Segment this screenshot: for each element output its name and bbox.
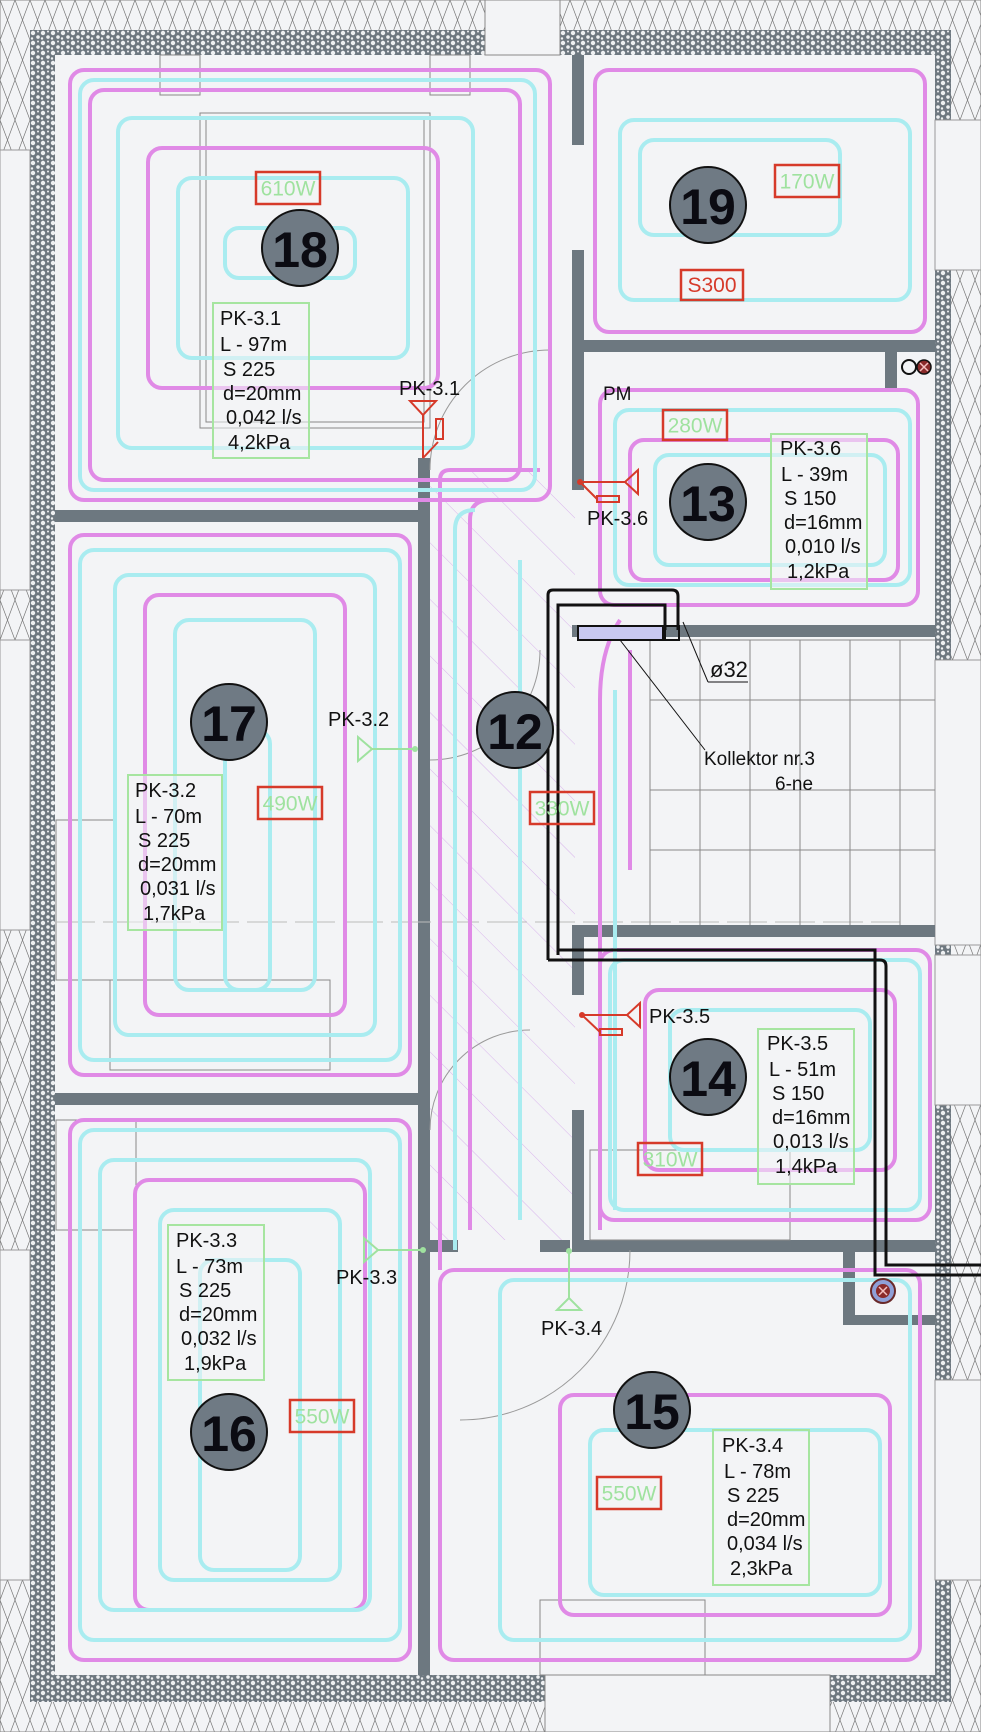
svg-text:0,042 l/s: 0,042 l/s [226,407,302,429]
power-label-18: 610W [261,178,316,201]
svg-text:PK-3.2: PK-3.2 [135,780,196,802]
power-label-16: 550W [295,1406,350,1429]
room-number-14: 14 [680,1051,736,1107]
svg-text:d=16mm: d=16mm [784,512,862,534]
power-label-19: 170W [780,171,835,194]
marker-pk-3-4: PK-3.4 [541,1248,602,1340]
marker-pk-3-3: PK-3.3 [336,1235,426,1289]
pipe-diameter-label: ø32 [710,657,748,682]
info-pk-3-3: PK-3.3 L - 73m S 225 d=20mm 0,032 l/s 1,… [176,1230,257,1375]
main-supply-line [546,588,981,1277]
info-pk-3-5: PK-3.5 L - 51m S 150 d=16mm 0,013 l/s 1,… [767,1033,850,1178]
room-badge-13 [669,463,747,541]
svg-text:S 225: S 225 [179,1280,231,1302]
svg-text:S 225: S 225 [727,1485,779,1507]
info-pk-3-4: PK-3.4 L - 78m S 225 d=20mm 0,034 l/s 2,… [722,1435,805,1580]
marker-pk-3-6: PK-3.6 [577,467,648,530]
riser-symbol-bottom [870,1278,896,1304]
collector-annotation: ø32 Kollektor nr.3 6-ne [619,621,815,795]
marker-pk-3-1: PK-3.1 [399,378,460,459]
room-number-19: 19 [680,179,736,235]
room-number-13: 13 [680,476,736,532]
marker-pk-3-2: PK-3.2 [328,709,418,764]
svg-text:1,4kPa: 1,4kPa [775,1156,838,1178]
info-pk-3-6: PK-3.6 L - 39m S 150 d=16mm 0,010 l/s 1,… [780,438,862,583]
svg-text:S 150: S 150 [772,1083,824,1105]
svg-text:S 225: S 225 [223,359,275,381]
room-number-15: 15 [624,1384,680,1440]
room-badge-19 [669,166,747,244]
svg-text:0,032 l/s: 0,032 l/s [181,1328,257,1350]
hall-zone [425,470,575,1240]
svg-text:L - 78m: L - 78m [724,1461,791,1483]
s300-label: S300 [687,274,736,297]
svg-text:S 225: S 225 [138,830,190,852]
svg-text:d=20mm: d=20mm [179,1304,257,1326]
power-boxes [254,163,841,1511]
svg-text:S 150: S 150 [784,488,836,510]
room-badge-17 [190,683,268,761]
svg-text:PK-3.2: PK-3.2 [328,709,389,731]
furniture-outlines [55,54,935,1676]
svg-text:1,2kPa: 1,2kPa [787,561,850,583]
room-badge-14 [669,1038,747,1116]
power-label-17: 490W [263,793,318,816]
room-number-17: 17 [201,696,257,752]
svg-text:d=20mm: d=20mm [727,1509,805,1531]
svg-text:L - 73m: L - 73m [176,1256,243,1278]
svg-text:1,7kPa: 1,7kPa [143,903,206,925]
svg-text:0,031 l/s: 0,031 l/s [140,878,216,900]
room-number-12: 12 [487,704,543,760]
svg-text:PK-3.1: PK-3.1 [220,308,281,330]
info-pk-3-1: PK-3.1 L - 97m S 225 d=20mm 0,042 l/s 4,… [220,308,302,454]
svg-text:PK-3.3: PK-3.3 [336,1267,397,1289]
power-label-12: 330W [535,798,590,821]
room-badge-12 [476,691,554,769]
collector-label: Kollektor nr.3 [704,749,815,770]
marker-pk-3-5: PK-3.5 [579,1000,710,1036]
interior-walls [55,55,935,1675]
riser-symbol-top [897,352,935,384]
room-badge-15 [613,1371,691,1449]
svg-text:PK-3.5: PK-3.5 [767,1033,828,1055]
svg-text:L - 70m: L - 70m [135,806,202,828]
svg-text:PK-3.4: PK-3.4 [722,1435,783,1457]
svg-text:PK-3.4: PK-3.4 [541,1318,602,1340]
room-badge-16 [190,1393,268,1471]
power-label-13: 280W [668,415,723,438]
svg-text:0,034 l/s: 0,034 l/s [727,1533,803,1555]
room-badges [190,166,747,1471]
svg-text:d=20mm: d=20mm [138,854,216,876]
svg-text:1,9kPa: 1,9kPa [184,1353,247,1375]
svg-text:L - 51m: L - 51m [769,1059,836,1081]
collector-outputs-label: 6-ne [775,774,813,795]
svg-text:L - 97m: L - 97m [220,334,287,356]
svg-text:PK-3.3: PK-3.3 [176,1230,237,1252]
svg-text:PK-3.6: PK-3.6 [587,508,648,530]
svg-text:d=16mm: d=16mm [772,1107,850,1129]
power-label-14: 310W [643,1149,698,1172]
svg-text:PK-3.1: PK-3.1 [399,378,460,400]
svg-text:2,3kPa: 2,3kPa [730,1558,793,1580]
room-badge-18 [261,209,339,287]
svg-text:L - 39m: L - 39m [781,464,848,486]
svg-text:0,010 l/s: 0,010 l/s [785,536,861,558]
svg-text:0,013 l/s: 0,013 l/s [773,1131,849,1153]
room-number-18: 18 [272,222,328,278]
svg-text:PK-3.6: PK-3.6 [780,438,841,460]
svg-text:PK-3.5: PK-3.5 [649,1006,710,1028]
pm-label: PM [603,384,632,405]
power-label-15: 550W [602,1483,657,1506]
circuit-info-boxes [127,302,868,1586]
svg-text:d=20mm: d=20mm [223,383,301,405]
svg-text:4,2kPa: 4,2kPa [228,432,291,454]
collector-manifold [577,625,680,641]
info-pk-3-2: PK-3.2 L - 70m S 225 d=20mm 0,031 l/s 1,… [135,780,216,925]
room-number-16: 16 [201,1406,257,1462]
